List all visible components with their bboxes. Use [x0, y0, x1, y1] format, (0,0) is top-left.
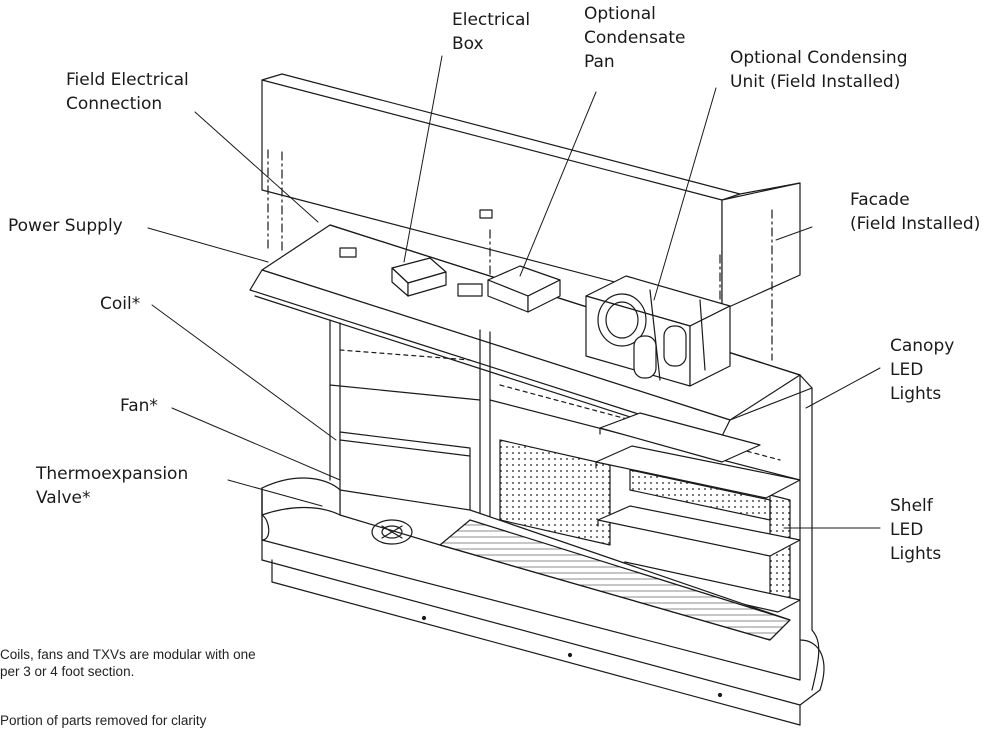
callout-line: Condensate: [584, 28, 686, 48]
callout-line: Connection: [66, 94, 163, 114]
electrical-box: [391, 257, 447, 297]
callout-field-electrical: Field Electrical Connection: [66, 68, 189, 116]
note-line: Portion of parts removed for clarity: [0, 713, 207, 728]
callout-power-supply: Power Supply: [8, 214, 123, 238]
callout-line: Optional: [584, 4, 656, 24]
callout-line: Unit (Field Installed): [730, 72, 901, 92]
callout-line: Optional Condensing: [730, 48, 908, 68]
callout-shelf-led: Shelf LED Lights: [890, 494, 941, 566]
callout-canopy-led: Canopy LED Lights: [890, 334, 954, 406]
small-boxes: [339, 247, 483, 297]
callout-line: Lights: [890, 544, 942, 564]
callout-fan: Fan*: [120, 394, 158, 418]
callout-line: Canopy: [890, 336, 955, 356]
callout-line: Coil*: [100, 294, 141, 314]
callout-line: Shelf: [890, 496, 933, 516]
callout-line: Thermoexpansion: [36, 464, 189, 484]
note-modular: Coils, fans and TXVs are modular with on…: [0, 646, 256, 680]
callout-txv: Thermoexpansion Valve*: [36, 462, 188, 510]
note-line: per 3 or 4 foot section.: [0, 664, 135, 679]
condensate-pan: [487, 265, 561, 313]
display-deck: [339, 489, 791, 641]
leader-lines: [147, 55, 881, 529]
callout-line: LED: [890, 520, 924, 540]
note-line: Coils, fans and TXVs are modular with on…: [0, 647, 256, 662]
callout-line: Facade: [850, 190, 910, 210]
note-removed: Portion of parts removed for clarity: [0, 712, 206, 729]
callout-coil: Coil*: [100, 292, 140, 316]
callout-line: (Field Installed): [850, 214, 981, 234]
facade-panel: [261, 73, 801, 361]
callout-line: LED: [890, 360, 924, 380]
callout-line: Electrical: [452, 10, 531, 30]
callout-condensing-unit: Optional Condensing Unit (Field Installe…: [730, 46, 908, 94]
callout-condensate-pan: Optional Condensate Pan: [584, 2, 685, 74]
callout-line: Field Electrical: [66, 70, 189, 90]
callout-line: Box: [452, 34, 484, 54]
callout-line: Fan*: [120, 396, 158, 416]
condensing-unit: [585, 275, 731, 387]
callout-line: Valve*: [36, 488, 91, 508]
callout-line: Pan: [584, 52, 615, 72]
callout-facade: Facade (Field Installed): [850, 188, 980, 236]
callout-electrical-box: Electrical Box: [452, 8, 530, 56]
callout-line: Power Supply: [8, 216, 123, 236]
callout-line: Lights: [890, 384, 942, 404]
back-panel: [499, 439, 791, 601]
